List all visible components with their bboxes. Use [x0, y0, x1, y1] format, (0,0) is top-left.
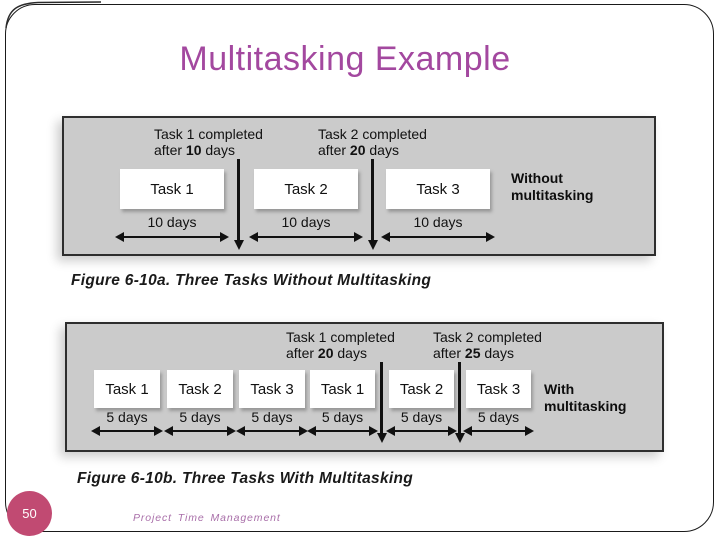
task-box: Task 3 [239, 370, 305, 408]
annotation-text: days [365, 142, 399, 158]
task-label: Task 1 [320, 380, 365, 398]
page-title: Multitasking Example [179, 40, 511, 78]
side-label-line1: With [544, 381, 575, 397]
annotation-line2: after 20 days [318, 142, 427, 158]
annotation-line2: after 10 days [154, 142, 263, 158]
task-label: Task 2 [399, 380, 444, 398]
duration-label: 10 days [413, 214, 463, 230]
annotation-task1-completed: Task 1 completed after 10 days [154, 126, 263, 158]
duration-arrow [236, 426, 308, 436]
annotation-task2-completed: Task 2 completed after 20 days [318, 126, 427, 158]
duration-label: 5 days [321, 409, 364, 425]
duration-arrow [307, 426, 378, 436]
duration-label: 5 days [400, 409, 443, 425]
duration-label: 10 days [281, 214, 331, 230]
down-arrow [237, 159, 240, 241]
task-label: Task 2 [284, 180, 328, 198]
slide-border [5, 4, 714, 532]
side-label-line1: Without [511, 170, 563, 186]
duration-label: 10 days [147, 214, 197, 230]
duration-label: 5 days [477, 409, 520, 425]
task-label: Task 1 [105, 380, 149, 398]
task-box: Task 2 [167, 370, 233, 408]
corner-flourish-icon [5, 1, 102, 29]
task-box: Task 2 [254, 169, 358, 209]
diagram-with-multitasking: Task 1 completed after 20 days Task 2 co… [65, 322, 664, 452]
annotation-text: days [201, 142, 235, 158]
figure-caption-a: Figure 6-10a. Three Tasks Without Multit… [71, 272, 432, 289]
annotation-line2: after 25 days [433, 345, 542, 361]
page-number-badge: 50 [7, 491, 52, 536]
annotation-text: days [480, 345, 514, 361]
annotation-line1: Task 1 completed [286, 329, 395, 345]
annotation-line2: after 20 days [286, 345, 395, 361]
annotation-days-value: 25 [464, 345, 481, 361]
annotation-text: after [433, 345, 465, 361]
diagram-side-label: Without multitasking [511, 170, 593, 204]
task-box: Task 2 [389, 370, 454, 408]
diagram-side-label: With multitasking [544, 381, 626, 415]
duration-arrow [386, 426, 457, 436]
down-arrow [458, 362, 461, 434]
annotation-text: after [154, 142, 186, 158]
annotation-text: after [286, 345, 318, 361]
diagram-without-multitasking: Task 1 completed after 10 days Task 2 co… [62, 116, 656, 256]
task-box: Task 1 [310, 370, 375, 408]
annotation-task2-completed: Task 2 completed after 25 days [433, 329, 542, 361]
page-number: 50 [22, 506, 37, 521]
duration-label: 5 days [179, 409, 221, 425]
task-box: Task 1 [94, 370, 160, 408]
duration-arrow [91, 426, 163, 436]
duration-arrow [115, 232, 229, 242]
duration-arrow [164, 426, 236, 436]
task-label: Task 3 [250, 380, 294, 398]
annotation-text: after [318, 142, 350, 158]
annotation-line1: Task 2 completed [318, 126, 427, 142]
side-label-line2: multitasking [544, 398, 627, 414]
task-box: Task 3 [386, 169, 490, 209]
task-box: Task 3 [466, 370, 531, 408]
annotation-line1: Task 2 completed [433, 329, 542, 345]
footer-text: Project Time Management [133, 512, 281, 524]
annotation-task1-completed: Task 1 completed after 20 days [286, 329, 395, 361]
task-label: Task 2 [178, 380, 222, 398]
down-arrow [380, 362, 383, 434]
task-label: Task 3 [416, 180, 460, 198]
duration-arrow [463, 426, 534, 436]
annotation-days-value: 20 [317, 345, 334, 361]
duration-arrow [249, 232, 363, 242]
figure-caption-b: Figure 6-10b. Three Tasks With Multitask… [77, 470, 414, 487]
duration-arrow [381, 232, 495, 242]
annotation-days-value: 10 [185, 142, 202, 158]
duration-label: 5 days [251, 409, 293, 425]
task-label: Task 1 [150, 180, 194, 198]
duration-label: 5 days [106, 409, 148, 425]
annotation-line1: Task 1 completed [154, 126, 263, 142]
side-label-line2: multitasking [511, 187, 594, 203]
task-label: Task 3 [476, 380, 521, 398]
task-box: Task 1 [120, 169, 224, 209]
down-arrow [371, 159, 374, 241]
annotation-days-value: 20 [349, 142, 366, 158]
annotation-text: days [333, 345, 367, 361]
